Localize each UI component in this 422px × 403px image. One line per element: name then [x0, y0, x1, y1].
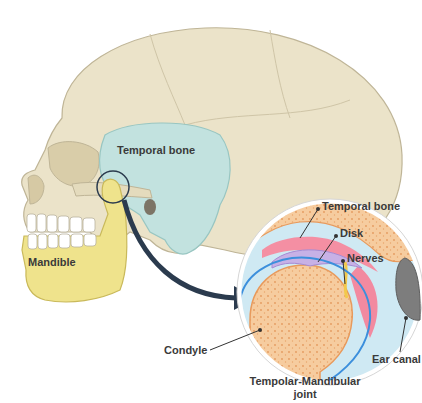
- part-label: Nerves: [347, 252, 407, 265]
- part-label: Disk: [340, 227, 400, 240]
- zoom-content: [230, 195, 422, 400]
- leader-lines: [210, 209, 406, 352]
- focus-circle: [97, 171, 129, 203]
- ear-canal-shape: [396, 258, 420, 320]
- ear-opening: [144, 199, 156, 215]
- nerve: [345, 262, 347, 298]
- suture-line: [150, 30, 350, 125]
- part-label: Condyle: [164, 344, 224, 357]
- teeth: [27, 214, 95, 232]
- mandible-bone: [22, 179, 127, 302]
- caption-label: Tempolar-Mandibular joint: [243, 375, 367, 401]
- eye-socket: [48, 142, 99, 187]
- leader-dots: [258, 207, 408, 332]
- part-label: Mandible: [28, 256, 108, 269]
- part-label: Temporal bone: [117, 144, 227, 157]
- nasal-cavity: [28, 175, 44, 204]
- part-label: Ear canal: [372, 353, 422, 366]
- joint-capsule: [240, 258, 370, 380]
- part-label: Temporal bone: [322, 200, 417, 213]
- zoom-arrow: [124, 200, 236, 298]
- lower-teeth: [28, 234, 96, 249]
